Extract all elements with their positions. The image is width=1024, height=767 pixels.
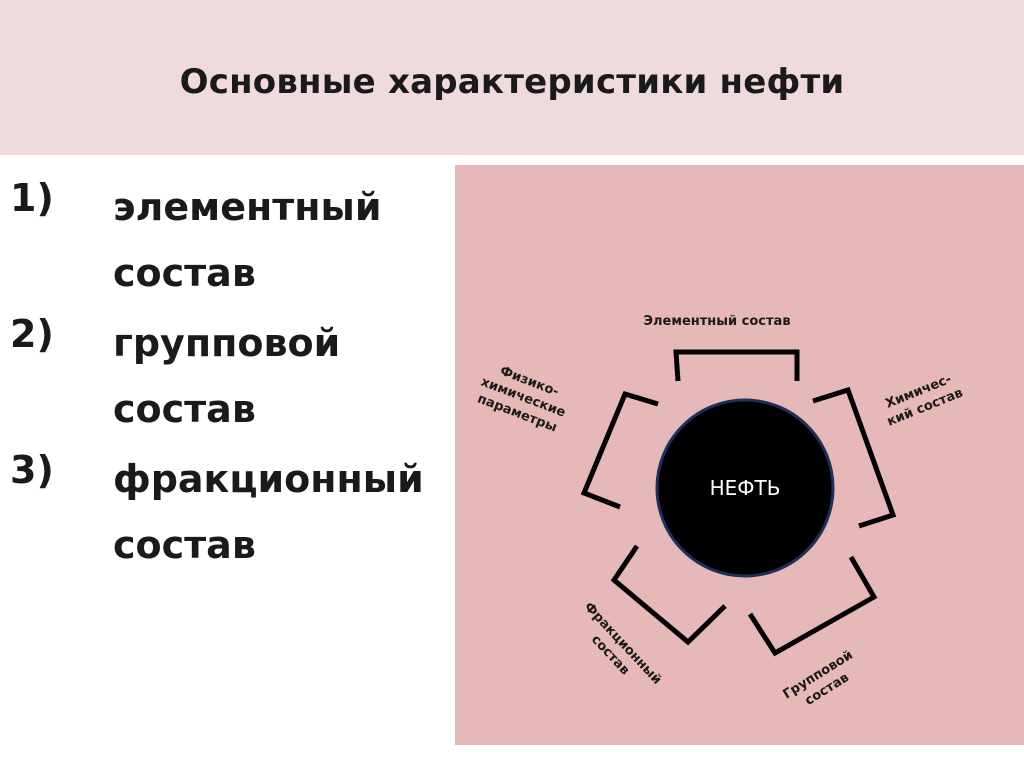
list-number: 2) [10,312,54,356]
title-banner: Основные характеристики нефти [0,0,1024,155]
bottom-right-bracket [747,555,878,657]
list-text: групповой состав [113,321,341,431]
left-bracket [580,390,659,510]
list-text: фракционный состав [113,457,424,567]
list-item: 2) групповой состав [0,306,450,442]
center-circle [655,398,835,578]
label-top: Элементный состав [643,314,790,329]
list-number: 3) [10,448,54,492]
diagram-panel: НЕФТЬ Элементный состав Химичес- кий сос… [455,165,1024,745]
label-right: Химичес- кий состав [884,372,966,430]
list-item: 1) элементный состав [0,170,450,306]
cycle-diagram: НЕФТЬ Элементный состав Химичес- кий сос… [475,314,966,709]
list-number: 1) [10,176,54,220]
list-text: элементный состав [113,185,382,295]
label-bottom-right: Групповой состав [781,648,856,709]
top-bracket [673,349,800,382]
label-bottom-left: Фракционный состав [581,600,664,688]
bottom-left-bracket [610,544,727,646]
list-item: 3) фракционный состав [0,442,450,578]
right-bracket [812,386,897,529]
label-left: Физико- химические параметры [475,364,568,436]
slide-title: Основные характеристики нефти [179,61,845,102]
characteristics-list: 1) элементный состав 2) групповой состав… [0,170,450,578]
center-label: НЕФТЬ [710,476,781,500]
